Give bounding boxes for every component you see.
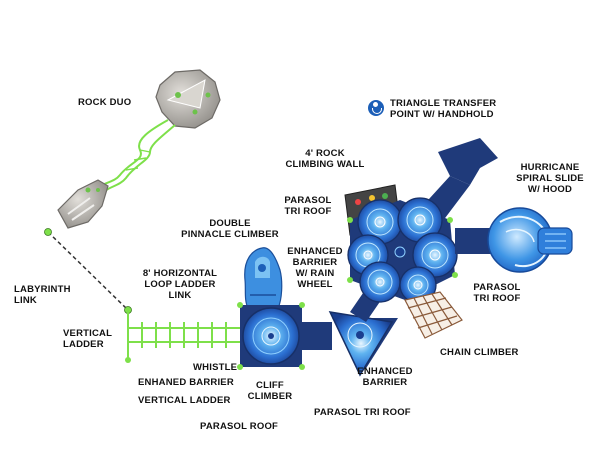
label-labyrinth-link: LABYRINTH LINK [14, 284, 71, 306]
double-pinnacle-climber [244, 247, 283, 309]
label-triangle-transfer: TRIANGLE TRANSFER POINT W/ HANDHOLD [390, 98, 497, 120]
rock-wedge [57, 179, 109, 229]
label-vertical-ladder-bottom: VERTICAL LADDER [138, 395, 231, 406]
hurricane-spiral-slide [487, 207, 573, 273]
deck-bridge [302, 322, 332, 350]
label-chain-climber: CHAIN CLIMBER [440, 347, 519, 358]
label-parasol-roof: PARASOL ROOF [200, 421, 279, 432]
chain-climber [404, 291, 463, 339]
tri-roof-4 [412, 232, 458, 278]
label-double-pinnacle: DOUBLE PINNACLE CLIMBER [181, 218, 279, 240]
label-enhaned-barrier: ENHANED BARRIER [138, 377, 234, 388]
label-whistle: WHISTLE [193, 362, 238, 373]
label-hurricane-slide: HURRICANE SPIRAL SLIDE W/ HOOD [516, 162, 584, 195]
tri-roof-5 [359, 261, 401, 303]
label-cliff-climber: CLIFF CLIMBER [247, 380, 293, 402]
central-hub [347, 197, 458, 304]
label-horizontal-loop-ladder: 8' HORIZONTAL LOOP LADDER LINK [142, 268, 218, 301]
label-enhanced-barrier-rain-wheel: ENHANCED BARRIER W/ RAIN WHEEL [287, 246, 343, 290]
label-rock-climbing-wall: 4' ROCK CLIMBING WALL [285, 148, 365, 170]
wheelchair-accessibility-icon [368, 100, 384, 116]
label-vertical-ladder-left: VERTICAL LADDER [63, 328, 113, 350]
tri-roof-6 [399, 266, 437, 304]
rock-duo [155, 69, 221, 129]
label-parasol-tri-roof-top: PARASOL TRI ROOF [284, 195, 332, 217]
label-rock-duo: ROCK DUO [78, 97, 132, 108]
label-parasol-tri-roof-bottom: PARASOL TRI ROOF [314, 407, 411, 418]
triangle-transfer-platform [438, 138, 498, 185]
label-enhanced-barrier: ENHANCED BARRIER [357, 366, 413, 388]
horizontal-loop-ladder [125, 310, 240, 363]
label-parasol-tri-roof-right: PARASOL TRI ROOF [473, 282, 521, 304]
left-deck [237, 302, 305, 370]
climbing-net-link [94, 119, 176, 199]
